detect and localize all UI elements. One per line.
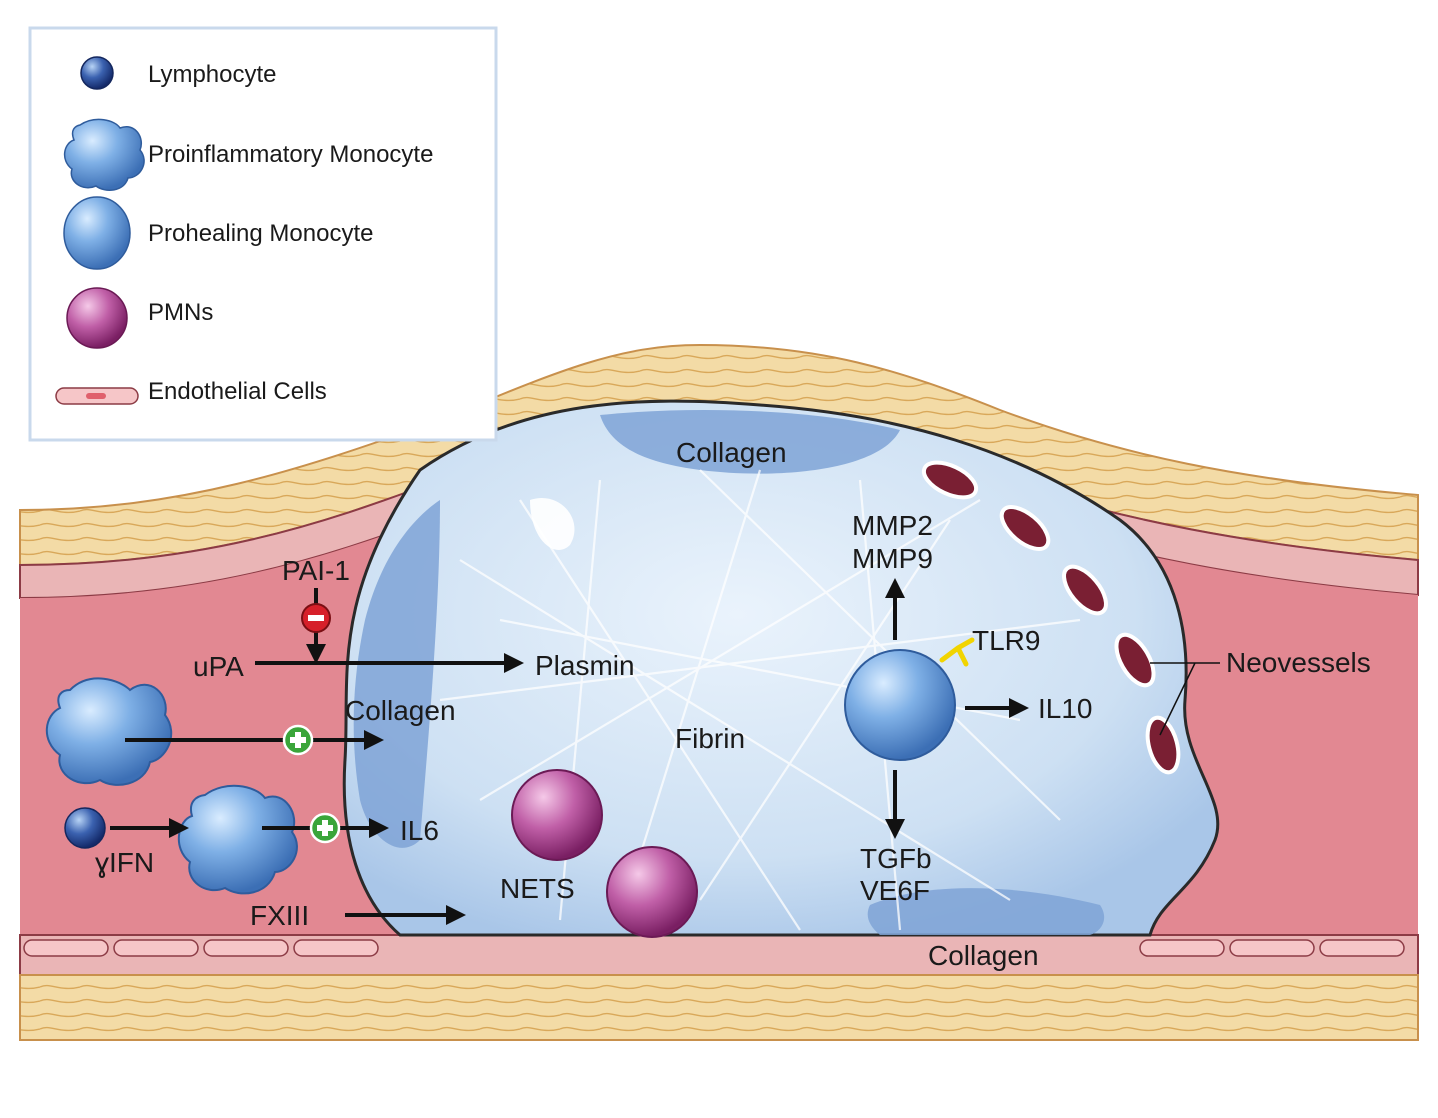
label-mmp9: MMP9: [852, 543, 933, 574]
label-tgfb: TGFb: [860, 843, 932, 874]
label-ve6f: VE6F: [860, 875, 930, 906]
pmn-icon: [66, 287, 128, 349]
endothelial-cells-bottom: [23, 939, 1405, 957]
neovessel: [1145, 715, 1181, 775]
label-collagen-bottom: Collagen: [928, 940, 1039, 971]
legend-label: PMNs: [148, 299, 213, 326]
collagen-patch-left: [353, 500, 440, 848]
neovessel: [1062, 564, 1108, 616]
label-pai1: PAI-1: [282, 555, 350, 586]
label-mmp2: MMP2: [852, 510, 933, 541]
lymphocyte-icon: [80, 56, 114, 90]
label-il10: IL10: [1038, 693, 1093, 724]
neovessel: [1114, 632, 1156, 688]
label-nets: NETS: [500, 873, 575, 904]
label-collagen-top: Collagen: [676, 437, 787, 468]
legend-label: Prohealing Monocyte: [148, 220, 373, 247]
lumen-cells: [45, 637, 975, 938]
collagen-patch-bottom: [867, 888, 1105, 935]
label-neovessels: Neovessels: [1226, 647, 1371, 678]
legend-label: Endothelial Cells: [148, 378, 327, 405]
label-tlr9: TLR9: [972, 625, 1040, 656]
endothelial-nucleus: [86, 393, 106, 399]
diagram-labels: PAI-1 uPA Plasmin Collagen Collagen Coll…: [95, 437, 1371, 971]
vessel-adventitia-bottom: [19, 974, 1419, 1041]
proinflammatory-monocyte-icon: [63, 118, 145, 191]
activate-badge: [309, 812, 341, 844]
pmn-icon: [606, 846, 698, 938]
thrombus-highlight: [530, 498, 575, 550]
tlr9-receptor-icon: [939, 637, 975, 667]
proinflammatory-monocyte-icon: [45, 677, 173, 786]
pmn-icon: [511, 769, 603, 861]
prohealing-monocyte-icon: [63, 196, 131, 270]
label-collagen-left: Collagen: [345, 695, 456, 726]
label-fibrin: Fibrin: [675, 723, 745, 754]
neovessel: [999, 505, 1051, 551]
label-fxiii: FXIII: [250, 900, 309, 931]
legend-label: Proinflammatory Monocyte: [148, 141, 433, 168]
prohealing-monocyte-icon: [844, 649, 956, 761]
neovessel: [921, 460, 979, 500]
inhibit-badge: [301, 603, 331, 633]
legend: Lymphocyte Proinflammatory Monocyte Proh…: [28, 26, 498, 442]
neovessels-callout-line: [1150, 662, 1220, 736]
label-plasmin: Plasmin: [535, 650, 635, 681]
label-upa: uPA: [193, 651, 244, 682]
legend-label: Lymphocyte: [148, 61, 277, 88]
label-yifn: ɣIFN: [95, 847, 154, 878]
lymphocyte-icon: [64, 807, 106, 849]
fibrin-strands: [439, 469, 1081, 931]
label-il6: IL6: [400, 815, 439, 846]
neovessels: [921, 460, 1181, 775]
activate-badge: [282, 724, 314, 756]
collagen-patch-top: [600, 410, 900, 474]
